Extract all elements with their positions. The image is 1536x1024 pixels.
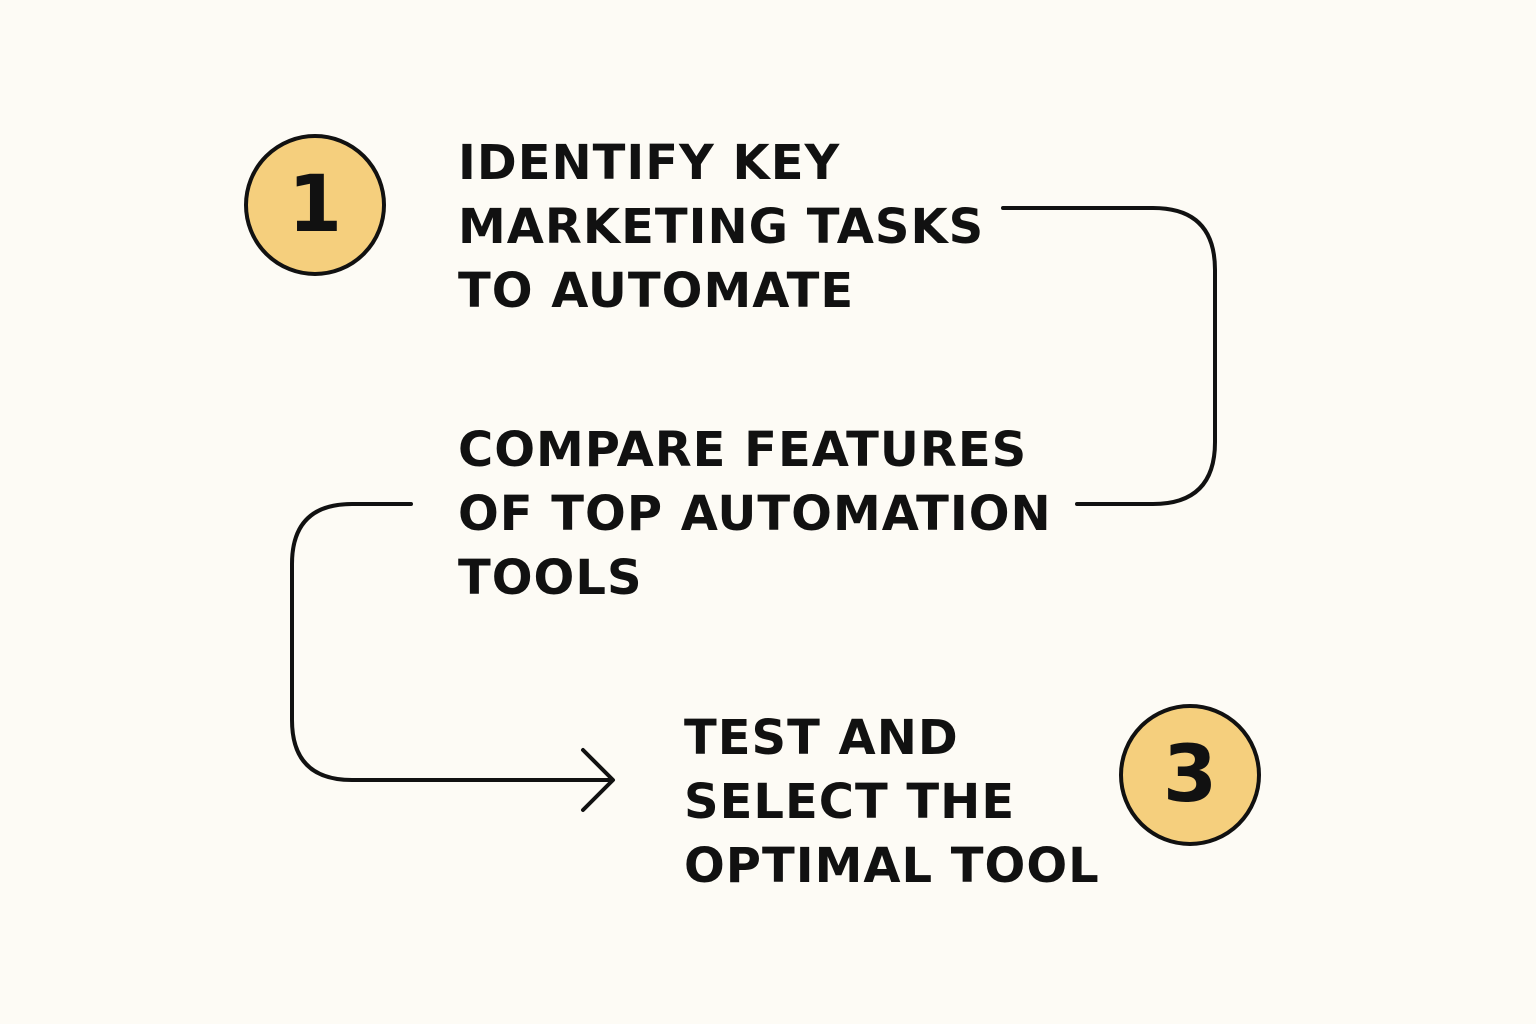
step-3-line-1: TEST AND [684,710,959,766]
connector-step2-to-step3 [290,502,614,782]
step-3-line-3: OPTIMAL TOOL [684,838,1100,894]
step-3-badge: 3 [1119,704,1261,846]
step-2-line-2: OF TOP AUTOMATION [458,486,1052,542]
step-2-line-1: COMPARE FEATURES [458,422,1028,478]
step-1-line-2: MARKETING TASKS [458,199,985,255]
step-2-label: COMPARE FEATURES OF TOP AUTOMATION TOOLS [458,418,1052,610]
step-3-number: 3 [1162,730,1218,820]
connector-step1-to-step2 [1001,206,1217,506]
arrowhead-icon [581,748,615,812]
step-3-line-2: SELECT THE [684,774,1016,830]
step-2-line-3: TOOLS [458,550,643,606]
step-3-label: TEST AND SELECT THE OPTIMAL TOOL [684,706,1100,898]
step-1-label: IDENTIFY KEY MARKETING TASKS TO AUTOMATE [458,131,984,323]
step-1-line-1: IDENTIFY KEY [458,135,841,191]
step-1-number: 1 [287,160,343,250]
step-1-badge: 1 [244,134,386,276]
step-1-line-3: TO AUTOMATE [458,263,855,319]
